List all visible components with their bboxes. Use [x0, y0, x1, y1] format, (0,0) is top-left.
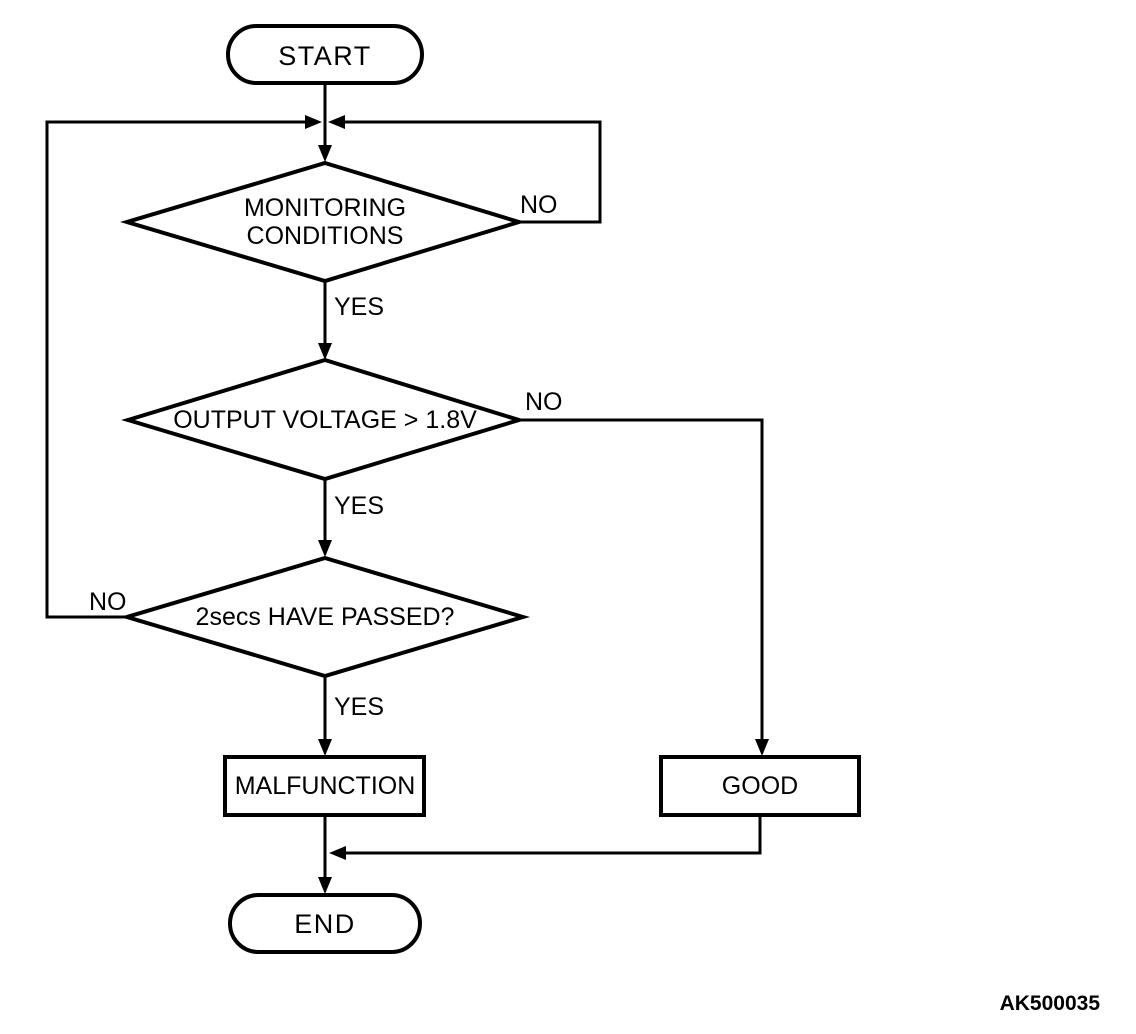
arrowhead-junction-from-right — [328, 115, 345, 129]
arrowhead-into-monitoring — [318, 145, 332, 162]
edge-passed-no-loop — [45, 120, 306, 619]
passed-decision-shape — [119, 555, 531, 679]
voltage-yes-label: YES — [334, 492, 385, 520]
node-shapes — [119, 24, 861, 954]
arrowhead-into-end — [318, 877, 332, 894]
monitoring-yes-label: YES — [334, 293, 385, 321]
connector-lines — [45, 83, 764, 878]
edge-monitoring-no-loop — [344, 120, 602, 224]
arrowheads — [305, 115, 769, 894]
monitoring-no-label: NO — [520, 191, 558, 219]
edge-good-to-merge — [346, 815, 762, 855]
passed-yes-label: YES — [334, 693, 385, 721]
monitoring-decision-shape — [119, 160, 526, 284]
monitoring-node-label-line1: MONITORING — [243, 194, 407, 222]
end-node-label: END — [294, 909, 356, 939]
voltage-no-label: NO — [525, 388, 563, 416]
arrowhead-junction-from-left — [305, 115, 322, 129]
arrowhead-into-voltage — [318, 343, 332, 360]
arrowhead-merge-from-good — [329, 846, 346, 860]
passed-no-label: NO — [89, 588, 127, 616]
figure-code: AK500035 — [999, 992, 1100, 1015]
arrowhead-into-passed — [318, 540, 332, 557]
voltage-node-label: OUTPUT VOLTAGE > 1.8V — [173, 406, 477, 434]
malfunction-node-label: MALFUNCTION — [234, 772, 416, 800]
passed-node-label: 2secs HAVE PASSED? — [195, 603, 455, 631]
arrowhead-into-malfunction — [318, 739, 332, 756]
start-terminator-shape — [226, 24, 424, 85]
edge-voltage-no — [519, 418, 764, 740]
monitoring-node-label: MONITORING CONDITIONS — [244, 194, 406, 250]
monitoring-node-label-line2: CONDITIONS — [246, 222, 404, 250]
end-terminator-shape — [228, 893, 422, 954]
malfunction-process-shape — [223, 755, 426, 817]
arrowhead-into-good — [755, 739, 769, 756]
good-process-shape — [659, 755, 861, 817]
voltage-decision-shape — [121, 357, 526, 482]
good-node-label: GOOD — [721, 772, 799, 800]
start-node-label: START — [278, 41, 372, 71]
